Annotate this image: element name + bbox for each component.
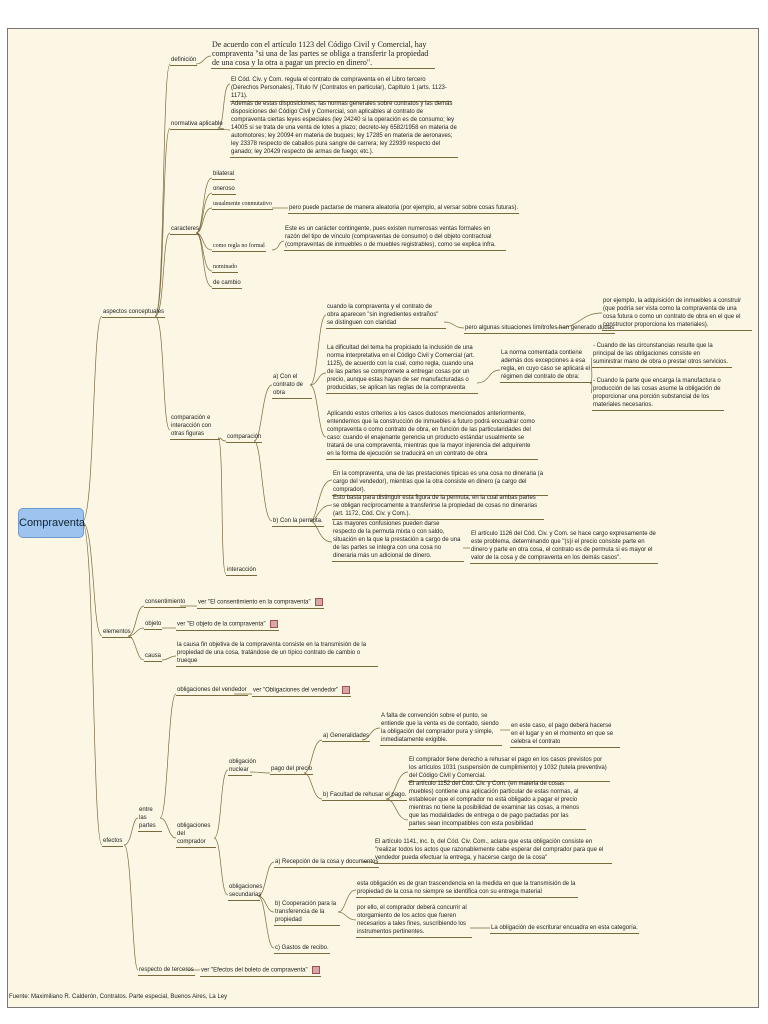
- topic-obligaciones-comprador[interactable]: obligaciones del comprador: [176, 822, 216, 848]
- topic-gastos-recibo[interactable]: c) Gastos de recibo.: [274, 944, 330, 954]
- note-link-icon[interactable]: [311, 966, 320, 974]
- topic-aspectos-conceptuales[interactable]: aspectos conceptuales: [102, 308, 166, 318]
- caracter-oneroso[interactable]: oneroso: [212, 185, 236, 195]
- permuta-text-1: En la compraventa, una de las prestacion…: [332, 470, 548, 496]
- cooperacion-text-1: esta obligación es de gran trascendencia…: [356, 880, 578, 898]
- no-formal-note: Este es un carácter contingente, pues ex…: [284, 225, 506, 251]
- topic-permuta[interactable]: b) Con la permuta.: [272, 517, 324, 527]
- obra-text-2: La dificultad del tema ha propiciado la …: [326, 344, 478, 394]
- vendedor-link[interactable]: ver "Obligaciones del vendedor": [252, 686, 352, 697]
- topic-generalidades[interactable]: a) Generalidades: [322, 732, 371, 742]
- root-topic[interactable]: Compraventa: [18, 508, 85, 538]
- obra-text-1c: por ejemplo, la adquisición de inmuebles…: [602, 297, 752, 331]
- topic-elementos[interactable]: elementos: [102, 628, 132, 638]
- obra-text-1b: pero algunas situaciones limítrofes han …: [464, 324, 616, 334]
- topic-interaccion[interactable]: interacción: [226, 566, 258, 576]
- objeto-ref[interactable]: ver "El objeto de la compraventa": [177, 621, 266, 628]
- causa-text: la causa fin objetiva de la compraventa …: [176, 641, 378, 667]
- map-canvas: [7, 28, 759, 1008]
- topic-rehusar-pago[interactable]: b) Facultad de rehusar el pago.: [322, 791, 408, 801]
- topic-comparacion-sub[interactable]: comparación: [226, 433, 263, 443]
- generalidades-text-1: A falta de convención sobre el punto, se…: [380, 712, 502, 746]
- caracter-de-cambio[interactable]: de cambio: [212, 279, 242, 289]
- obra-text-2b: La norma comentada contiene además dos e…: [500, 349, 592, 383]
- consentimiento-ref[interactable]: ver "El consentimiento en la compraventa…: [198, 599, 311, 606]
- topic-causa[interactable]: causa: [144, 652, 163, 662]
- obra-text-3: Aplicando estos criterios a los casos du…: [326, 410, 538, 460]
- rehusar-text-1: El comprador tiene derecho a rehusar el …: [408, 756, 610, 782]
- cooperacion-text-2: por ello, el comprador deberá concurrir …: [356, 904, 472, 938]
- vendedor-ref[interactable]: ver "Obligaciones del vendedor": [253, 687, 339, 694]
- caracter-bilateral[interactable]: bilateral: [212, 170, 236, 180]
- normativa-text-1: El Cód. Civ. y Com. regula el contrato d…: [230, 76, 452, 102]
- objeto-link[interactable]: ver "El objeto de la compraventa": [176, 620, 279, 631]
- topic-respecto-terceros[interactable]: respecto de terceros: [138, 966, 195, 976]
- consentimiento-link[interactable]: ver "El consentimiento en la compraventa…: [197, 598, 324, 609]
- topic-obligacion-nuclear[interactable]: obligación nuclear: [228, 758, 256, 776]
- permuta-text-3: Las mayores confusiones pueden darse res…: [332, 520, 464, 562]
- topic-efectos[interactable]: efectos: [102, 837, 124, 847]
- terceros-link[interactable]: ver "Efectos del boleto de compraventa": [200, 966, 321, 977]
- caracter-conmutativo[interactable]: usualmente conmutativo: [212, 200, 273, 210]
- topic-entre-partes[interactable]: entre las partes: [138, 806, 162, 832]
- permuta-text-3b: El artículo 1126 del Cód. Civ. y Com. se…: [470, 530, 658, 564]
- generalidades-text-2: en este caso, el pago deberá hacerse en …: [510, 722, 620, 748]
- cooperacion-text-3: La obligación de escriturar encuadra en …: [490, 924, 639, 934]
- topic-recepcion[interactable]: a) Recepción de la cosa y documentos: [274, 858, 380, 868]
- topic-caracteres[interactable]: caracteres: [170, 225, 201, 235]
- topic-contrato-obra[interactable]: a) Con el contrato de obra: [272, 373, 312, 399]
- normativa-text-2: Además de estas disposiciones, las norma…: [230, 100, 458, 158]
- rehusar-text-2: El artículo 1152 del Cód. Civ. y Com. (e…: [408, 780, 586, 830]
- recepcion-text-1: El artículo 1141, inc. b, del Cód. Civ. …: [374, 838, 612, 864]
- topic-definicion[interactable]: definición: [170, 56, 198, 66]
- terceros-ref[interactable]: ver "Efectos del boleto de compraventa": [201, 967, 308, 974]
- topic-normativa[interactable]: normativa aplicable: [170, 120, 224, 130]
- topic-obligaciones-secundarias[interactable]: obligaciones secundarias: [228, 883, 262, 901]
- permuta-text-2: Esto basta para distinguir esta figura d…: [332, 494, 544, 520]
- conmutativo-note: pero puede pactarse de manera aleatoria …: [288, 204, 520, 214]
- obra-text-2c: - Cuando de las circunstancias resulte q…: [592, 342, 732, 368]
- topic-pago-precio[interactable]: pago del precio: [270, 765, 314, 775]
- topic-obligaciones-vendedor[interactable]: obligaciones del vendedor: [176, 686, 248, 696]
- note-link-icon[interactable]: [314, 598, 323, 606]
- topic-comparacion[interactable]: comparación e interacción con otras figu…: [170, 414, 220, 440]
- caracter-no-formal[interactable]: como regla no formal: [212, 242, 266, 252]
- definicion-text: De acuerdo con el artículo 1123 del Códi…: [211, 40, 435, 69]
- obra-text-1: cuando la compraventa y el contrato de o…: [326, 303, 446, 329]
- topic-consentimiento[interactable]: consentimiento: [144, 598, 187, 608]
- note-link-icon[interactable]: [269, 620, 278, 628]
- source-caption: Fuente: Maximiliano R. Calderón, Contrat…: [9, 994, 228, 1000]
- topic-cooperacion[interactable]: b) Cooperación para la transferencia de …: [274, 900, 340, 926]
- note-link-icon[interactable]: [342, 686, 351, 694]
- caracter-nominado[interactable]: nominado: [212, 263, 238, 273]
- topic-objeto[interactable]: objeto: [144, 620, 163, 630]
- obra-text-2d: - Cuando la parte que encarga la manufac…: [592, 377, 724, 411]
